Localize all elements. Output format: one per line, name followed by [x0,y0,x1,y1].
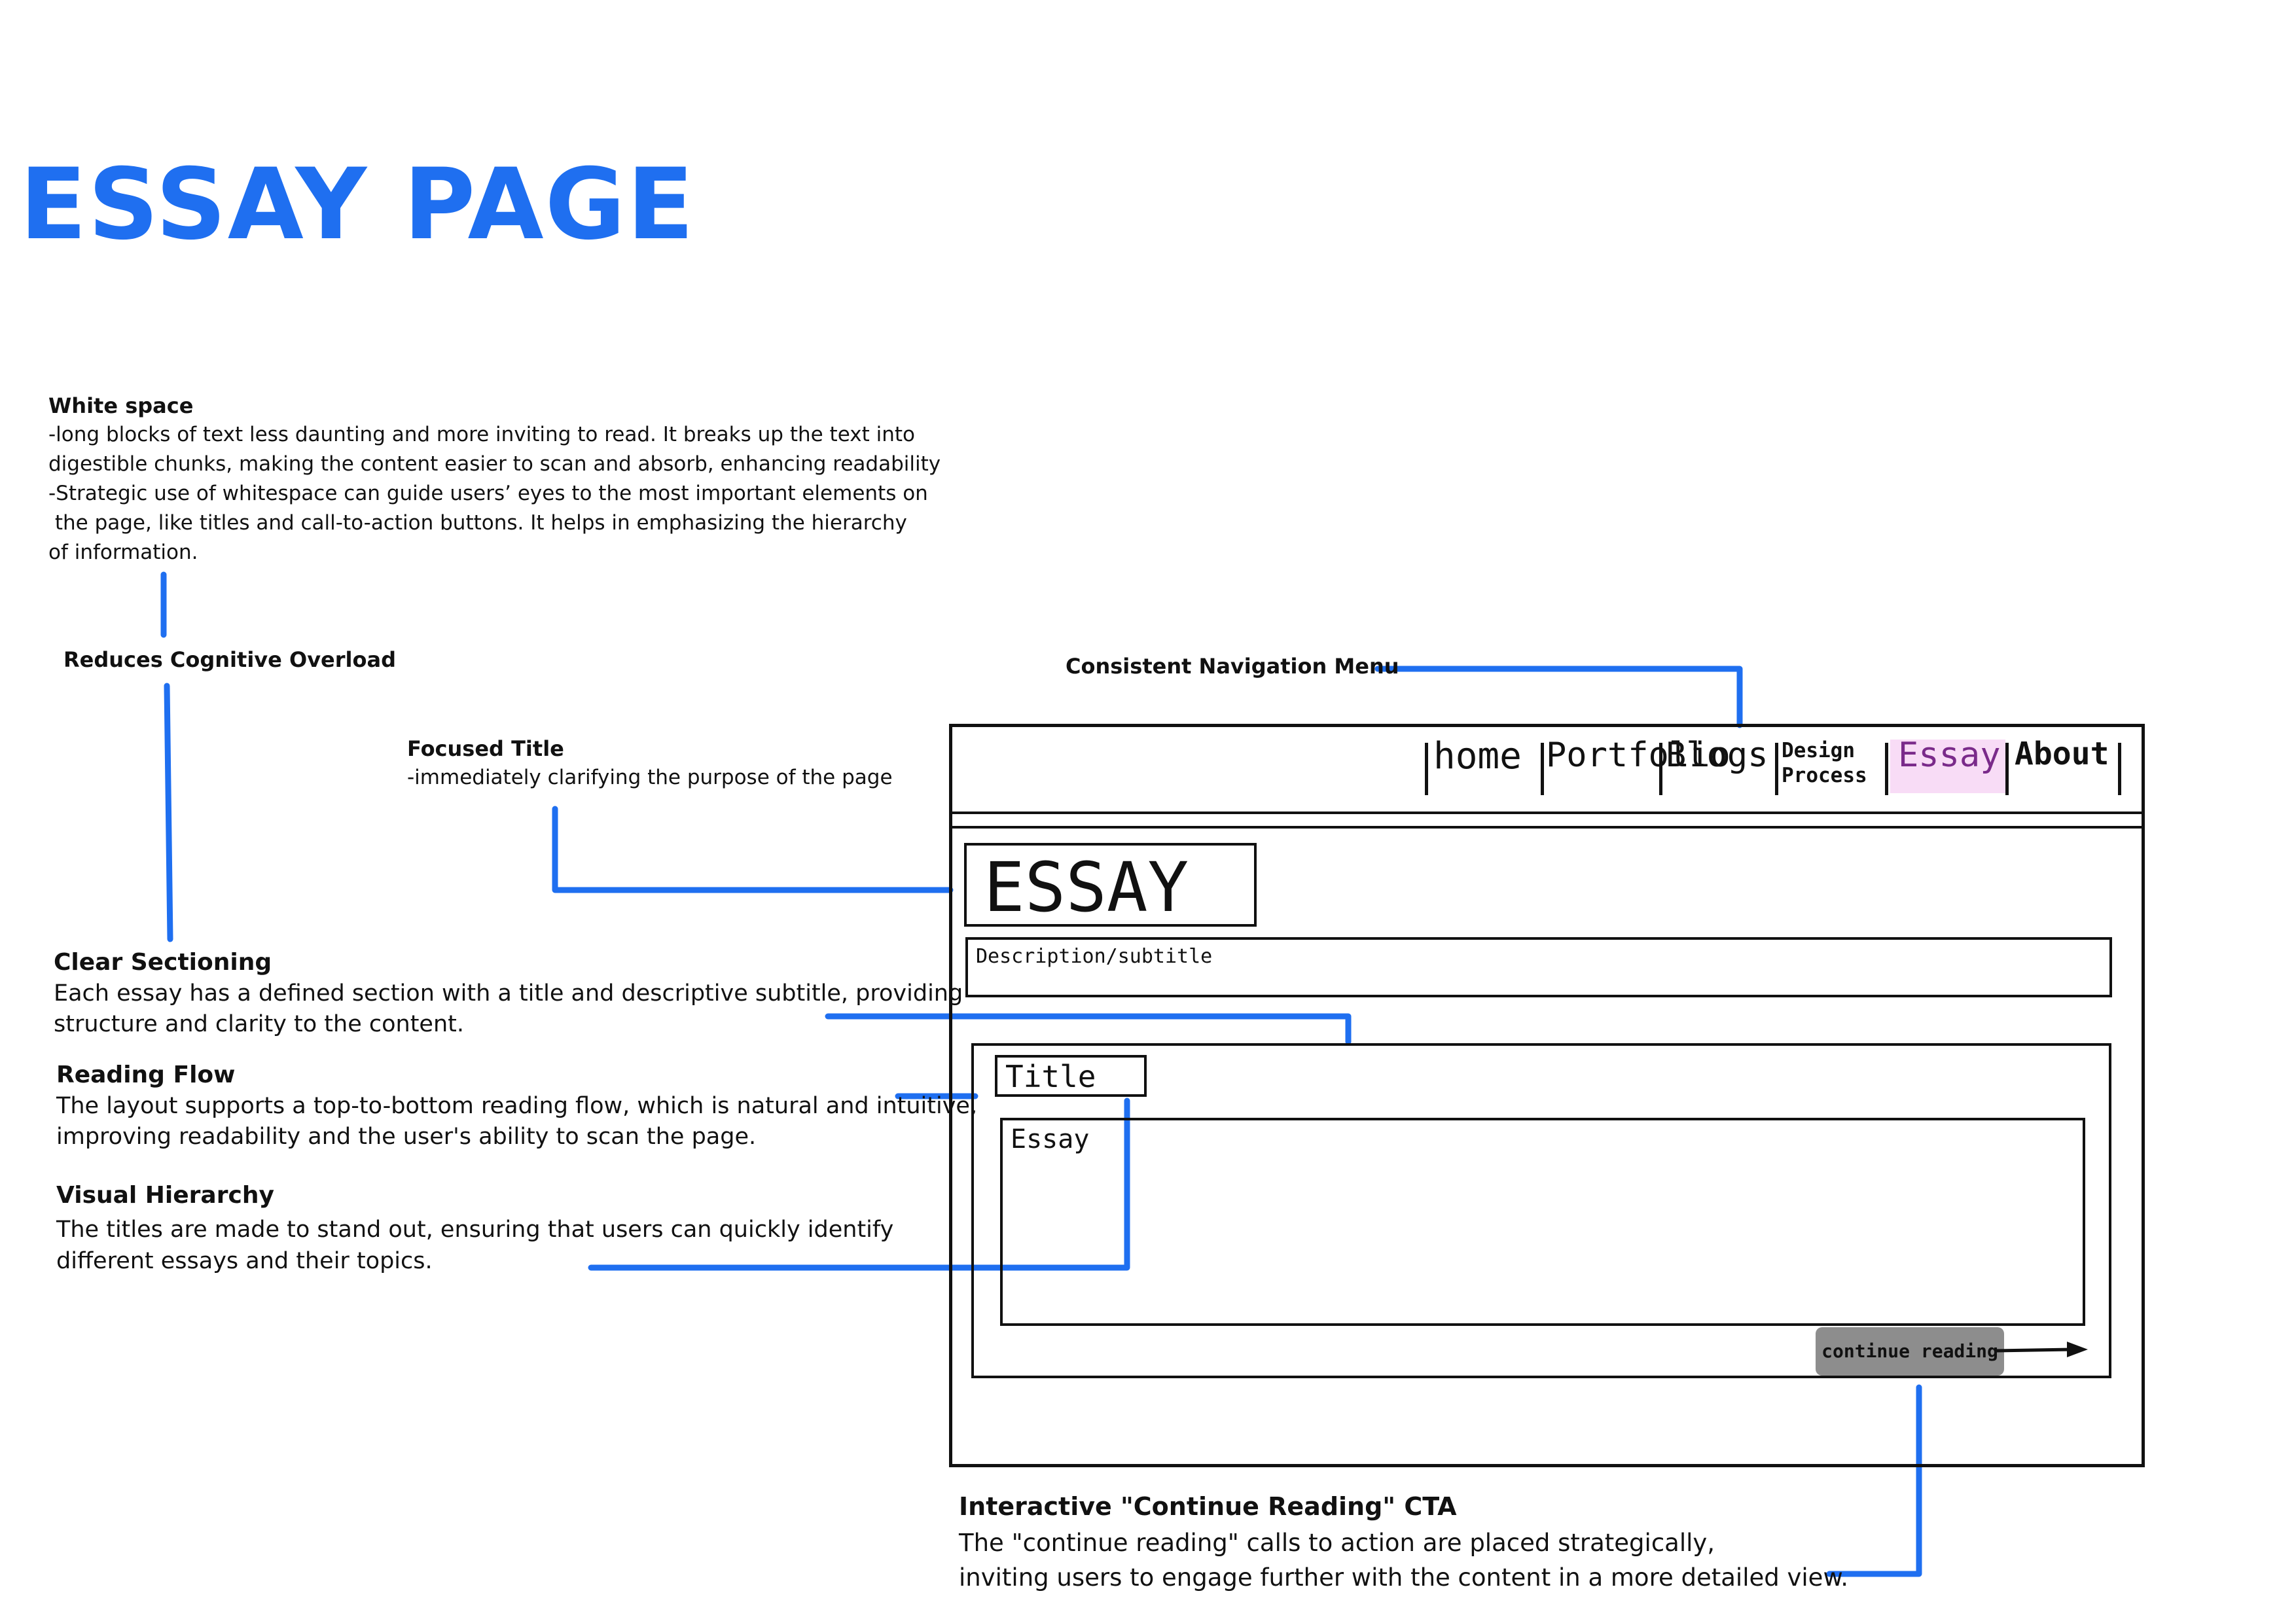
nav-divider [1775,743,1778,795]
card-body-box: Essay [1000,1118,2085,1326]
annotation-line: structure and clarity to the content. [54,1010,464,1037]
page-title: ESSAY PAGE [20,148,696,262]
wireframe-frame [949,724,2145,1467]
connector-focused-title [552,806,954,893]
continue-reading-button[interactable]: continue reading [1816,1327,2004,1376]
header-divider [952,812,2142,814]
annotation-line: Each essay has a defined section with a … [54,980,963,1007]
annotation-title: Reading Flow [56,1061,236,1088]
annotation-line: -immediately clarifying the purpose of t… [407,765,893,789]
annotation-line: The "continue reading" calls to action a… [959,1529,1715,1558]
card-body: Essay [1011,1124,1090,1154]
connector-clear-sectioning [825,1013,1352,1045]
annotation-clear-sectioning: Clear Sectioning Each essay has a define… [54,948,963,1040]
annotation-reading-flow: Reading Flow The layout supports a top-t… [56,1060,977,1152]
annotation-line: different essays and their topics. [56,1247,433,1274]
header-divider [952,826,2142,829]
subtitle-box: Description/subtitle [965,937,2112,997]
annotation-line: -Strategic use of whitespace can guide u… [48,481,928,505]
annotation-title: Visual Hierarchy [56,1182,274,1209]
annotation-focused-title: Focused Title -immediately clarifying th… [407,736,893,793]
connector-visual-hierarchy [588,1097,1130,1271]
nav-divider [1659,743,1662,795]
annotation-line: The layout supports a top-to-bottom read… [56,1092,978,1119]
card-title-box: Title [995,1055,1147,1097]
nav-divider [1425,743,1428,795]
annotation-title: Focused Title [407,736,564,761]
card-title: Title [1005,1059,1096,1094]
annotation-white-space: White space -long blocks of text less da… [48,393,941,567]
nav-item-about[interactable]: About [2015,736,2109,772]
annotation-navigation-menu: Consistent Navigation Menu [1066,654,1399,679]
essay-heading: ESSAY [984,847,1189,927]
connector-nav-menu [1374,666,1743,728]
nav-item-design-process[interactable]: Design Process [1782,738,1867,788]
nav-active-highlight [1890,740,2005,793]
connector-cta [1826,1384,1922,1577]
nav-divider [1885,743,1888,795]
subtitle-text: Description/subtitle [976,945,1213,968]
nav-item-label: Process [1782,764,1867,787]
nav-divider [1541,743,1544,795]
nav-item-label: Design [1782,739,1855,762]
annotation-line: improving readability and the user's abi… [56,1123,757,1150]
nav-item-home[interactable]: home [1433,735,1522,777]
annotation-cta: Interactive "Continue Reading" CTA The "… [959,1491,1848,1595]
annotation-cognitive-overload: Reduces Cognitive Overload [63,647,396,672]
nav-divider [2005,743,2009,795]
annotation-line: of information. [48,540,198,564]
nav-divider [2118,743,2121,795]
annotation-line: digestible chunks, making the content ea… [48,452,941,476]
annotation-line: The titles are made to stand out, ensuri… [56,1216,894,1243]
annotation-line: inviting users to engage further with th… [959,1563,1849,1592]
essay-heading-box: ESSAY [964,843,1257,927]
annotation-title: Clear Sectioning [54,949,272,976]
annotation-line: the page, like titles and call-to-action… [48,510,907,535]
annotation-line: -long blocks of text less daunting and m… [48,422,915,446]
annotation-title: Interactive "Continue Reading" CTA [959,1492,1457,1521]
nav-item-essay[interactable]: Essay [1898,736,2001,775]
essay-card: Title Essay continue reading [971,1043,2111,1378]
annotation-visual-hierarchy: Visual Hierarchy The titles are made to … [56,1181,893,1277]
connector-cognitive-sectioning [164,683,173,942]
nav-item-blogs[interactable]: Blogs [1666,736,1768,775]
nav-item-portfolio[interactable]: Portfolio [1546,736,1731,775]
arrow-right-icon [1995,1342,2088,1357]
annotation-title: White space [48,393,194,418]
